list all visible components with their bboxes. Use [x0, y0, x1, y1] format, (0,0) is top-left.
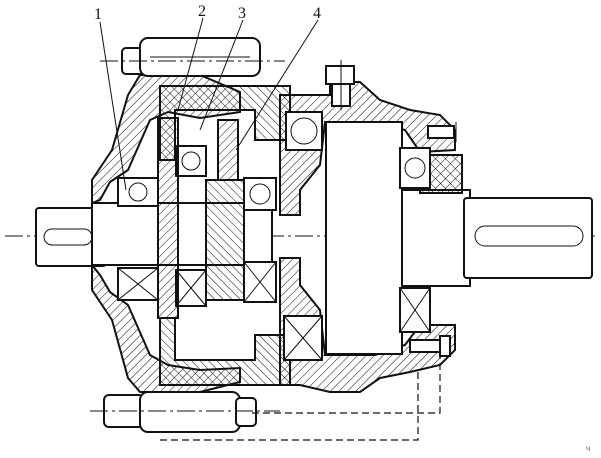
cover-screws	[409, 122, 457, 357]
callout-leader-3	[199, 19, 244, 131]
callout-2: 2	[198, 3, 206, 20]
top-bolt	[100, 37, 285, 77]
vent-plug	[325, 60, 355, 110]
bearing-carrier	[243, 177, 277, 303]
callout-leader-4	[235, 19, 319, 151]
callout-leader-1	[99, 21, 127, 191]
sun-gear	[157, 117, 245, 319]
callout-3: 3	[238, 5, 246, 22]
bearing-left	[117, 177, 159, 301]
corner-mark: ч	[586, 444, 590, 453]
callout-leader-2	[177, 17, 204, 111]
callout-1: 1	[94, 6, 102, 23]
output-shaft	[399, 189, 593, 287]
bearing-housing	[283, 111, 323, 361]
bearing-output	[399, 147, 431, 333]
bearing-planet	[175, 145, 207, 307]
bottom-bolt	[90, 391, 280, 433]
oil-line-upper	[252, 356, 441, 414]
main-housing	[279, 81, 463, 393]
callout-4: 4	[313, 5, 321, 22]
oil-line-lower	[160, 372, 419, 441]
